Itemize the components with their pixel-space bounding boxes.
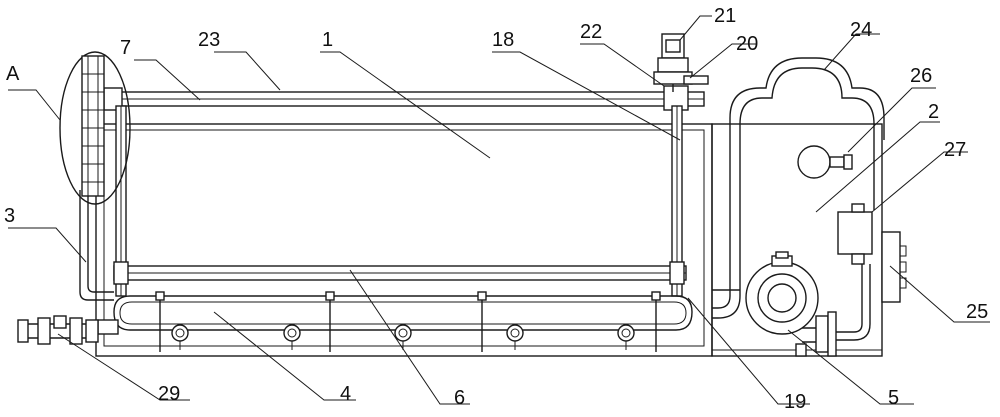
lower-rail	[113, 261, 687, 285]
pump	[745, 251, 837, 357]
label-A: A	[6, 63, 20, 85]
label-20: 20	[736, 33, 758, 55]
label-18: 18	[492, 29, 514, 51]
top-rail	[103, 85, 705, 111]
label-6: 6	[454, 387, 465, 409]
label-21: 21	[714, 5, 736, 27]
label-7: 7	[120, 37, 131, 59]
pressure-gauge	[797, 145, 853, 179]
label-2: 2	[928, 101, 939, 123]
inlet-valve	[17, 315, 99, 345]
label-24: 24	[850, 19, 872, 41]
label-5: 5	[888, 387, 899, 409]
label-1: 1	[322, 29, 333, 51]
label-22: 22	[580, 21, 602, 43]
main-tank	[95, 100, 713, 357]
detail-a	[59, 51, 131, 205]
label-29: 29	[158, 383, 180, 405]
label-3: 3	[4, 205, 15, 227]
label-19: 19	[784, 391, 806, 413]
label-26: 26	[910, 65, 932, 87]
nozzles	[155, 291, 661, 352]
label-25: 25	[966, 301, 988, 323]
label-4: 4	[340, 383, 351, 405]
label-27: 27	[944, 139, 966, 161]
reference-labels: A 7 23 1 18 22 21 20 24 26 2 27 3 25 29 …	[4, 5, 988, 413]
control-box	[881, 231, 907, 303]
filter-unit	[834, 203, 873, 341]
spray-pipe	[97, 295, 693, 335]
circulation-pipe	[712, 57, 885, 319]
motor	[653, 33, 709, 92]
leader-lines	[8, 15, 990, 405]
label-23: 23	[198, 29, 220, 51]
